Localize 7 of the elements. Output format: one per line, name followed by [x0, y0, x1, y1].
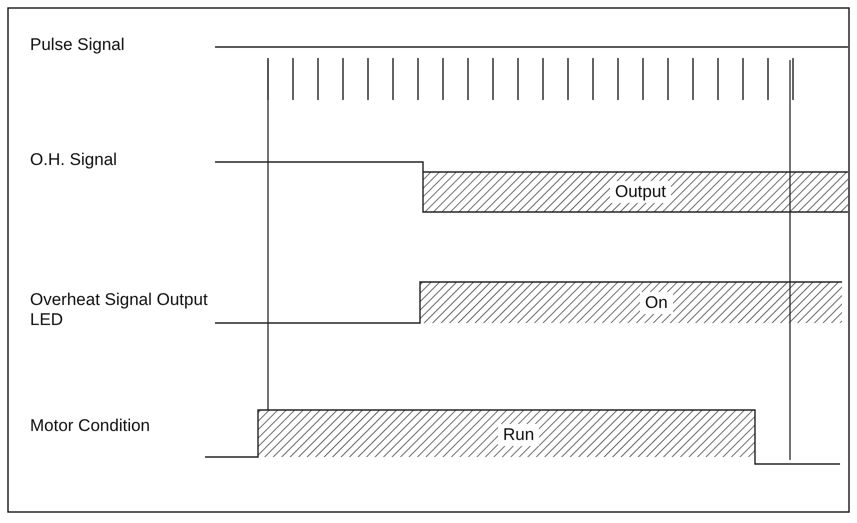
state-label: On	[640, 292, 673, 314]
state-label: Output	[610, 181, 672, 203]
state-label: Run	[498, 424, 540, 446]
signal-label: Overheat Signal Output LED	[30, 290, 209, 330]
signal-label: Pulse Signal	[30, 35, 126, 55]
signal-label: Motor Condition	[30, 416, 152, 436]
signal-label: O.H. Signal	[30, 150, 118, 170]
